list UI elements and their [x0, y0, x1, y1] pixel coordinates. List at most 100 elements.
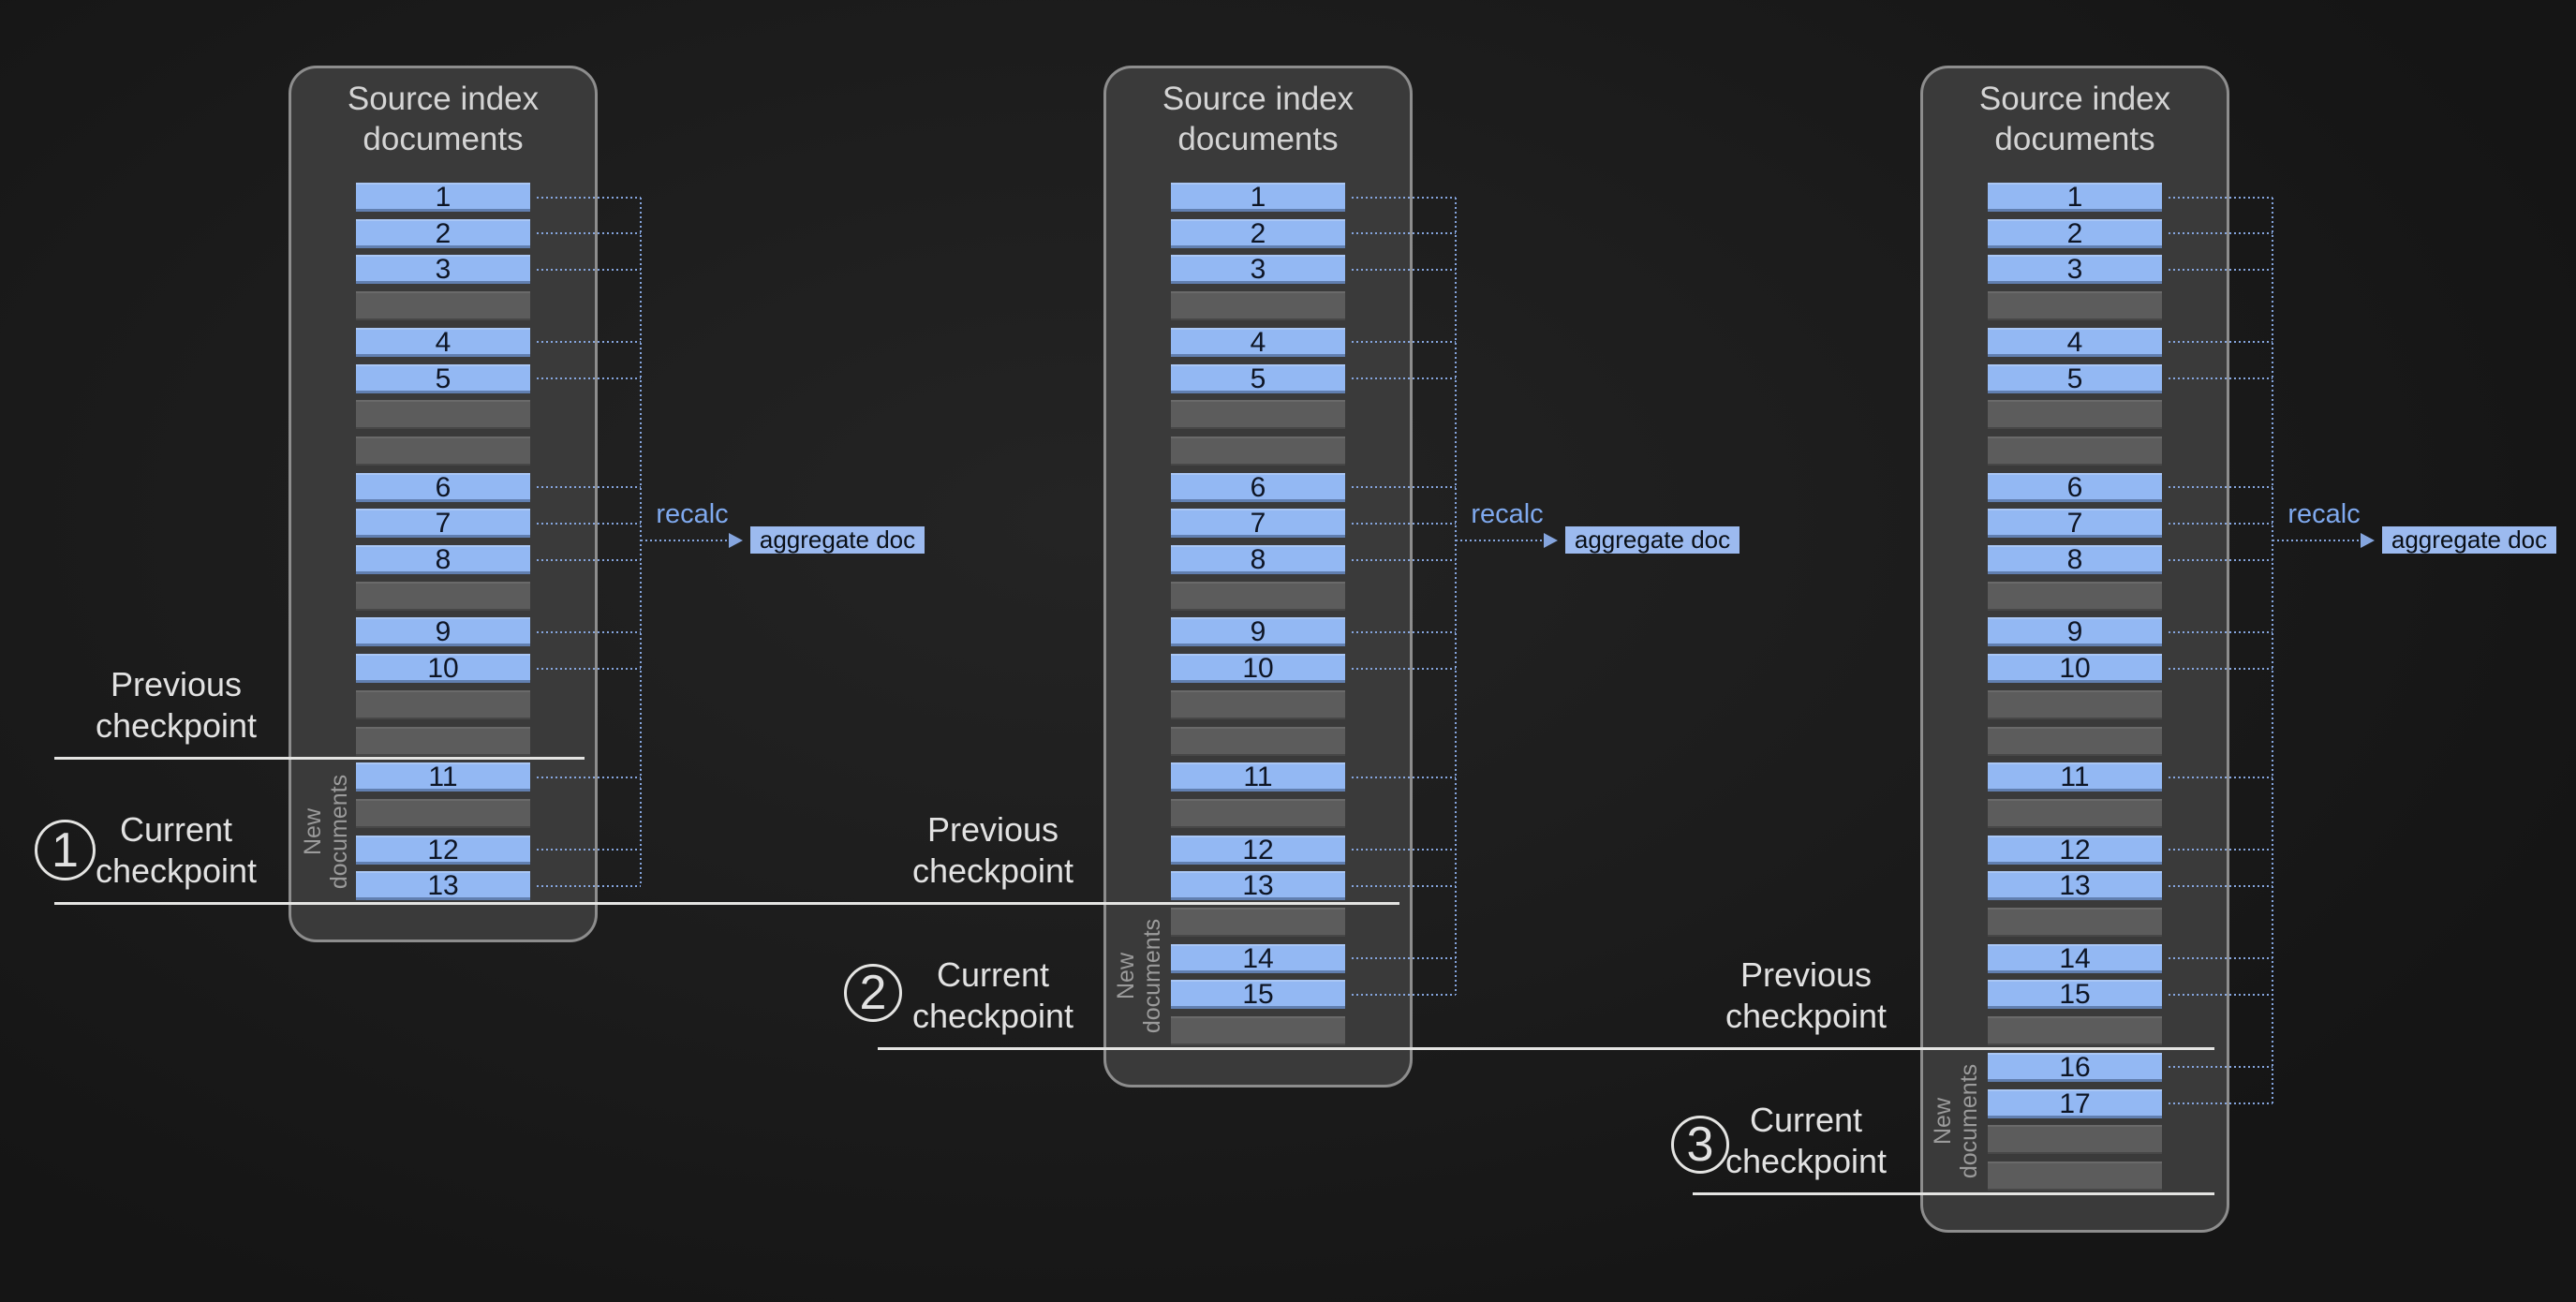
doc-connector-line — [1352, 777, 1456, 778]
doc-connector-line — [2169, 197, 2273, 199]
doc-row: 6 — [1171, 472, 1345, 503]
aggregate-doc-box: aggregate doc — [2382, 526, 2556, 554]
panel-title: Source index documents — [1978, 81, 2171, 157]
empty-row — [356, 291, 530, 320]
recalc-arrow-line — [1456, 540, 1546, 541]
doc-row: 10 — [1988, 653, 2162, 684]
doc-connector-line — [537, 668, 641, 670]
empty-row — [356, 799, 530, 828]
doc-connector-line — [1352, 957, 1456, 959]
doc-connector-line — [2169, 885, 2273, 887]
current-checkpoint-label: Current checkpoint — [911, 955, 1074, 1035]
doc-row: 11 — [1171, 762, 1345, 792]
doc-row: 15 — [1988, 979, 2162, 1010]
doc-row: 17 — [1988, 1088, 2162, 1119]
empty-row — [1988, 582, 2162, 611]
doc-connector-line — [537, 197, 641, 199]
empty-row — [1171, 436, 1345, 466]
aggregate-doc-box: aggregate doc — [750, 526, 925, 554]
doc-row: 5 — [1988, 363, 2162, 394]
empty-row — [1988, 1016, 2162, 1045]
doc-row: 13 — [1988, 870, 2162, 901]
recalc-arrowhead-icon — [2361, 533, 2375, 548]
doc-row: 12 — [1988, 835, 2162, 866]
bracket-line — [1455, 198, 1457, 995]
empty-row — [356, 690, 530, 719]
doc-row: 1 — [356, 182, 530, 213]
current-checkpoint-line-1 — [54, 902, 1399, 905]
doc-connector-line — [1352, 232, 1456, 234]
doc-row: 5 — [1171, 363, 1345, 394]
bracket-line — [2272, 198, 2273, 1104]
source-index-panel-1: Source index documents — [289, 66, 598, 942]
doc-connector-line — [2169, 777, 2273, 778]
empty-row — [1988, 400, 2162, 429]
doc-connector-line — [1352, 849, 1456, 851]
doc-connector-line — [2169, 377, 2273, 379]
doc-row: 10 — [1171, 653, 1345, 684]
doc-row: 7 — [1988, 508, 2162, 539]
doc-connector-line — [1352, 269, 1456, 271]
doc-row: 2 — [356, 218, 530, 249]
doc-connector-line — [537, 523, 641, 525]
doc-row: 8 — [356, 544, 530, 575]
empty-row — [1988, 690, 2162, 719]
doc-connector-line — [2169, 486, 2273, 488]
previous-checkpoint-label: Previous checkpoint — [1725, 955, 1888, 1035]
empty-row — [1988, 799, 2162, 828]
doc-row: 12 — [1171, 835, 1345, 866]
doc-row: 13 — [356, 870, 530, 901]
empty-row — [1171, 582, 1345, 611]
doc-connector-line — [537, 849, 641, 851]
doc-row: 8 — [1171, 544, 1345, 575]
previous-checkpoint-label: Previous checkpoint — [911, 810, 1074, 890]
current-checkpoint-line-2 — [878, 1047, 2214, 1050]
previous-checkpoint-label: Previous checkpoint — [95, 665, 258, 745]
current-checkpoint-line-3 — [1693, 1192, 2214, 1195]
doc-connector-line — [537, 269, 641, 271]
doc-row: 6 — [356, 472, 530, 503]
recalc-label: recalc — [656, 499, 729, 529]
doc-connector-line — [2169, 1066, 2273, 1068]
doc-connector-line — [2169, 631, 2273, 633]
empty-row — [1988, 291, 2162, 320]
doc-row: 13 — [1171, 870, 1345, 901]
doc-connector-line — [2169, 232, 2273, 234]
empty-row — [1171, 690, 1345, 719]
doc-row: 8 — [1988, 544, 2162, 575]
empty-row — [1988, 727, 2162, 756]
doc-connector-line — [1352, 197, 1456, 199]
doc-connector-line — [2169, 994, 2273, 996]
empty-row — [1988, 436, 2162, 466]
doc-connector-line — [1352, 631, 1456, 633]
empty-row — [1171, 799, 1345, 828]
doc-connector-line — [1352, 668, 1456, 670]
doc-connector-line — [2169, 341, 2273, 343]
doc-row: 12 — [356, 835, 530, 866]
empty-row — [1171, 400, 1345, 429]
panel-title: Source index documents — [1162, 81, 1355, 157]
doc-row: 3 — [356, 254, 530, 285]
doc-connector-line — [2169, 957, 2273, 959]
doc-connector-line — [1352, 341, 1456, 343]
doc-connector-line — [537, 486, 641, 488]
panel-title: Source index documents — [347, 81, 540, 157]
doc-row: 2 — [1171, 218, 1345, 249]
doc-connector-line — [2169, 849, 2273, 851]
doc-row: 6 — [1988, 472, 2162, 503]
doc-connector-line — [1352, 559, 1456, 561]
empty-row — [1988, 1125, 2162, 1154]
doc-row: 3 — [1988, 254, 2162, 285]
checkpoint-number-badge-2: 2 — [844, 964, 902, 1022]
empty-row — [356, 400, 530, 429]
doc-connector-line — [2169, 269, 2273, 271]
doc-row: 7 — [1171, 508, 1345, 539]
doc-connector-line — [1352, 523, 1456, 525]
doc-row: 9 — [356, 616, 530, 647]
doc-connector-line — [537, 559, 641, 561]
doc-row: 5 — [356, 363, 530, 394]
checkpoint-number-badge-1: 1 — [35, 820, 96, 880]
recalc-label: recalc — [1471, 499, 1544, 529]
doc-row: 15 — [1171, 979, 1345, 1010]
